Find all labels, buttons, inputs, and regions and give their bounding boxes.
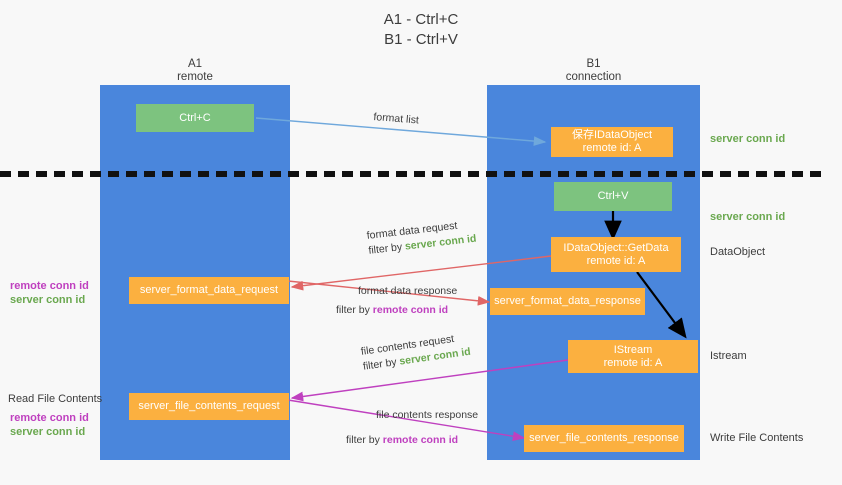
edge-label-fdres-line2: filter by remote conn id <box>336 303 457 318</box>
edge-label-fdreq-prefix: filter by <box>367 240 406 257</box>
box-istream-line2: remote id: A <box>603 356 663 369</box>
box-server-file-contents-response[interactable]: server_file_contents_response <box>524 425 684 452</box>
box-save-idataobject[interactable]: 保存IDataObject remote id: A <box>551 127 673 157</box>
arrow-format-data-request <box>290 255 552 291</box>
page-title: A1 - Ctrl+C B1 - Ctrl+V <box>383 11 459 48</box>
box-istream-line1: IStream <box>613 343 653 356</box>
arrow-format-list <box>255 117 547 146</box>
label-dataobject: DataObject <box>710 246 766 258</box>
edge-label-fdres-value: remote conn id <box>372 304 449 316</box>
box-format-data-request-line1: server_format_data_request <box>139 284 279 296</box>
box-istream[interactable]: IStream remote id: A <box>568 340 698 373</box>
label-file-remote-conn-id: remote conn id <box>10 412 89 424</box>
lane-header-b1: B1 connection <box>565 58 622 83</box>
box-ctrl-v[interactable]: Ctrl+V <box>554 182 672 211</box>
box-file-contents-response-line1: server_file_contents_response <box>529 432 679 444</box>
box-save-idataobject-line2: remote id: A <box>582 142 642 154</box>
label-istream: Istream <box>710 350 747 362</box>
box-ctrl-v-line1: Ctrl+V <box>597 190 629 202</box>
box-file-contents-request-line1: server_file_contents_request <box>138 400 280 412</box>
label-server-conn-id-mid: server conn id <box>710 211 786 223</box>
edge-label-fcres-line2: filter by remote conn id <box>346 433 478 448</box>
box-ctrl-c-line1: Ctrl+C <box>179 111 211 124</box>
label-write-file-contents: Write File Contents <box>710 432 804 444</box>
box-save-idataobject-line1: 保存IDataObject <box>571 129 653 141</box>
edge-label-fcres-prefix: filter by <box>346 434 383 446</box>
box-server-format-data-response[interactable]: server_format_data_response <box>490 288 645 315</box>
arrow-file-contents-request <box>290 359 569 402</box>
label-read-file-contents: Read File Contents <box>8 393 103 405</box>
arrow-format-data-response <box>287 280 491 306</box>
box-format-data-response-line1: server_format_data_response <box>494 295 641 307</box>
arrow-file-contents-response <box>287 399 526 442</box>
box-getdata-line2: remote id: A <box>586 254 646 267</box>
label-format-server-conn-id: server conn id <box>10 294 86 306</box>
arrow-getdata-istream <box>636 271 687 339</box>
label-server-conn-id-top: server conn id <box>710 133 786 145</box>
edge-label-format-data-response: format data response filter by remote co… <box>336 284 458 318</box>
edge-label-fcreq-prefix: filter by <box>362 355 401 373</box>
box-getdata-line1: IDataObject::GetData <box>563 241 669 254</box>
edge-label-file-contents-response: file contents response filter by remote … <box>346 408 479 448</box>
box-server-file-contents-request[interactable]: server_file_contents_request <box>129 393 289 420</box>
label-file-server-conn-id: server conn id <box>10 426 86 438</box>
edge-label-fcres-value: remote conn id <box>382 434 459 446</box>
lane-header-a1: A1 remote <box>177 58 213 83</box>
edge-label-fdres-prefix: filter by <box>336 304 373 316</box>
label-format-remote-conn-id: remote conn id <box>10 280 89 292</box>
box-idataobject-getdata[interactable]: IDataObject::GetData remote id: A <box>551 237 681 272</box>
edge-label-fdres-line1: format data response <box>358 285 458 297</box>
box-ctrl-c[interactable]: Ctrl+C <box>136 104 254 132</box>
box-server-format-data-request[interactable]: server_format_data_request <box>129 277 289 304</box>
edge-label-fcres-line1: file contents response <box>376 409 479 421</box>
